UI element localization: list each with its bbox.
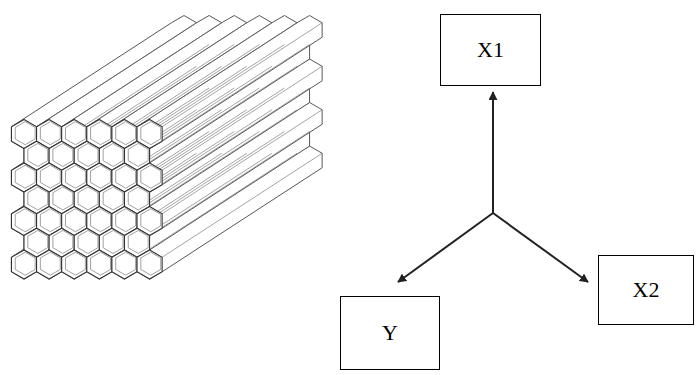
tube-edge bbox=[87, 66, 247, 170]
tube-bore bbox=[116, 165, 136, 188]
tube-bore bbox=[40, 252, 60, 275]
axis-arrow bbox=[492, 92, 494, 213]
tube-bore bbox=[28, 230, 48, 253]
tube-edge bbox=[137, 23, 297, 127]
tube-face bbox=[62, 250, 87, 279]
tube-edge bbox=[124, 45, 284, 149]
tube-bore bbox=[40, 209, 60, 232]
tube-edge bbox=[74, 88, 234, 192]
tube-edge bbox=[162, 153, 322, 257]
tube-bore bbox=[141, 122, 161, 145]
tube-bore bbox=[28, 143, 48, 166]
tube-bore bbox=[116, 122, 136, 145]
tube-edge bbox=[99, 45, 259, 149]
tube-bore bbox=[40, 122, 60, 145]
tube-bore bbox=[53, 143, 73, 166]
axis-label: X1 bbox=[477, 37, 504, 63]
tube-edge bbox=[37, 66, 197, 170]
tube-edge bbox=[37, 23, 197, 127]
tube-bore bbox=[103, 230, 123, 253]
tube-bore bbox=[103, 143, 123, 166]
axis-arrows bbox=[398, 92, 588, 282]
tube-bore bbox=[78, 143, 98, 166]
tube-bore bbox=[65, 122, 85, 145]
tube-edge bbox=[124, 88, 284, 192]
tube-edge bbox=[99, 88, 259, 192]
tube-bore bbox=[65, 252, 85, 275]
tube-edge bbox=[150, 88, 310, 192]
tube-edge bbox=[162, 110, 322, 214]
axis-label: Y bbox=[382, 320, 398, 346]
tube-edge bbox=[87, 110, 247, 214]
tube-edge bbox=[62, 66, 222, 170]
tube-edge bbox=[112, 66, 272, 170]
axis-arrow bbox=[493, 213, 588, 282]
tube-edge bbox=[49, 88, 209, 192]
tube-bore bbox=[78, 187, 98, 210]
tube-edge bbox=[162, 66, 322, 170]
tube-bore bbox=[53, 230, 73, 253]
tube-bore bbox=[141, 209, 161, 232]
tube-edge bbox=[112, 23, 272, 127]
tube-bore bbox=[65, 209, 85, 232]
tube-bore bbox=[91, 252, 111, 275]
tube-edge bbox=[150, 132, 310, 236]
tube-bore bbox=[128, 187, 148, 210]
axis-label-box: Y bbox=[340, 296, 440, 370]
tube-face bbox=[37, 250, 62, 279]
tube-edge bbox=[62, 110, 222, 214]
tube-bore bbox=[91, 165, 111, 188]
tube-bore bbox=[128, 143, 148, 166]
axis-arrow bbox=[398, 213, 493, 282]
tube-face bbox=[11, 250, 36, 279]
tube-bore bbox=[15, 209, 35, 232]
tube-edge bbox=[112, 110, 272, 214]
tube-edge bbox=[137, 153, 297, 257]
tube-bore bbox=[128, 230, 148, 253]
tube-edge bbox=[137, 110, 297, 214]
tube-face bbox=[87, 250, 112, 279]
tube-bore bbox=[40, 165, 60, 188]
tube-bore bbox=[15, 165, 35, 188]
tube-edge bbox=[150, 45, 310, 149]
tube-body bbox=[137, 16, 322, 149]
tube-bore bbox=[91, 122, 111, 145]
axis-label-box: X2 bbox=[598, 255, 694, 325]
tube-bore bbox=[53, 187, 73, 210]
tube-bore bbox=[15, 252, 35, 275]
tube-edge bbox=[137, 66, 297, 170]
tube-bore bbox=[78, 230, 98, 253]
tube-face bbox=[137, 250, 162, 279]
tube-bore bbox=[116, 252, 136, 275]
tube-bore bbox=[141, 252, 161, 275]
tube-bore bbox=[15, 122, 35, 145]
tube-bore bbox=[91, 209, 111, 232]
axis-label: X2 bbox=[633, 277, 660, 303]
tube-bore bbox=[141, 165, 161, 188]
tube-edge bbox=[162, 23, 322, 127]
tube-edge bbox=[37, 110, 197, 214]
tube-bore bbox=[116, 209, 136, 232]
tube-bore bbox=[28, 187, 48, 210]
hexagonal-tube-bundle bbox=[11, 16, 322, 280]
tube-edge bbox=[49, 45, 209, 149]
tube-edge bbox=[74, 45, 234, 149]
tube-body bbox=[112, 16, 297, 149]
tube-edge bbox=[62, 23, 222, 127]
tube-edge bbox=[87, 23, 247, 127]
tube-bore bbox=[103, 187, 123, 210]
axis-label-box: X1 bbox=[440, 14, 541, 86]
tube-face bbox=[112, 250, 137, 279]
tube-bore bbox=[65, 165, 85, 188]
